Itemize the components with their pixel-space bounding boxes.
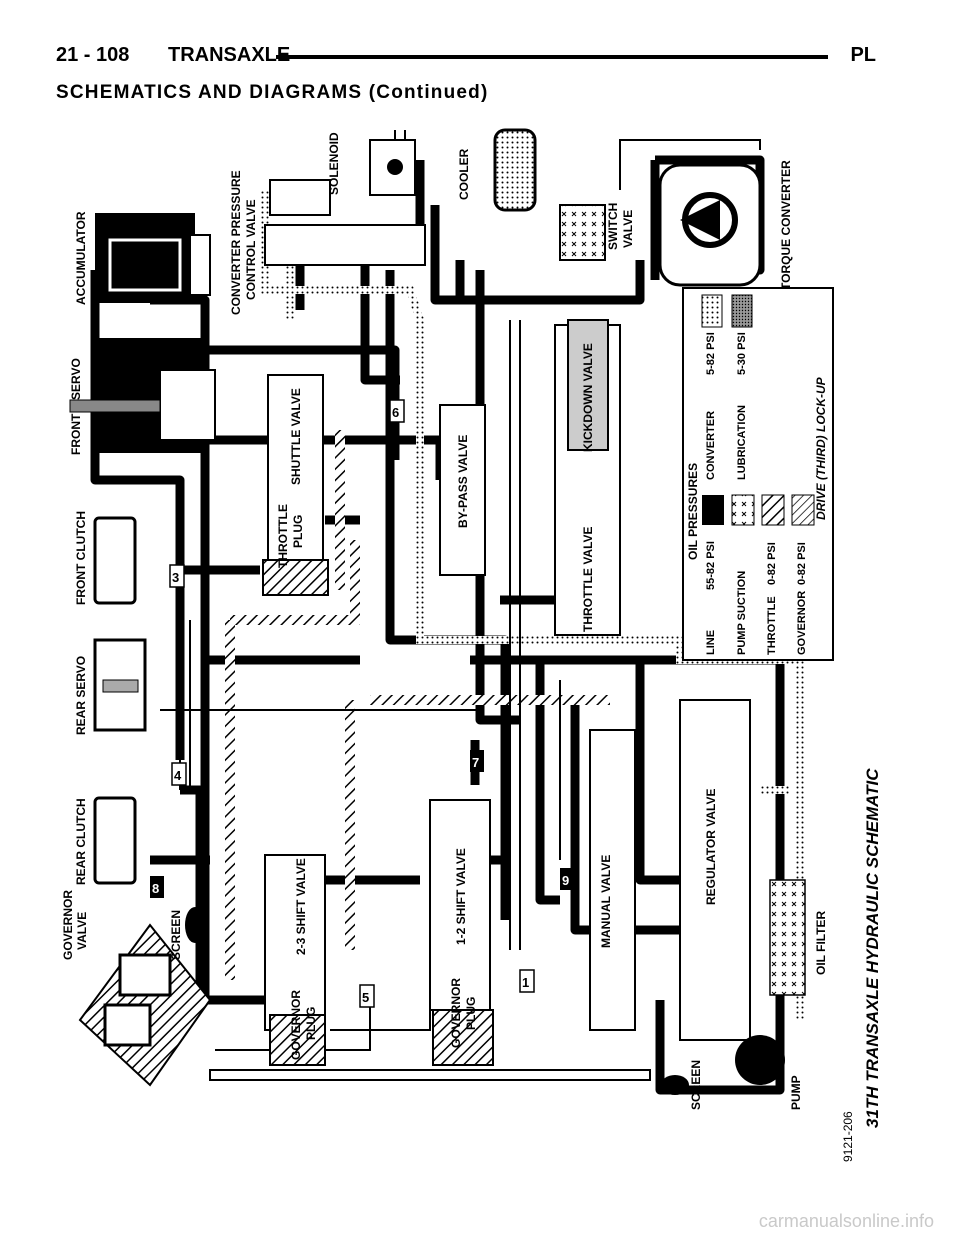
governor-valve [78,923,212,1087]
figure-id: 9121-206 [841,1111,855,1162]
rear-servo [93,638,147,732]
legend-swatch-lubrication [731,294,753,328]
label-cooler: COOLER [457,148,471,200]
label-governor-plug-b2: PLUG [464,997,478,1030]
legend-governor-name: GOVERNOR [796,591,808,655]
circuit-number-1: 1 [522,975,529,990]
shift-12-valve-body [429,799,494,1066]
label-throttle-plug-1: THROTTLE [276,504,290,568]
legend-lubrication-name: LUBRICATION [736,405,748,480]
legend-swatch-governor [791,494,815,526]
screen-bottom [661,1075,689,1095]
label-front-servo-1: FRONT [69,413,83,455]
label-screen-left: SCREEN [169,910,183,960]
label-governor-plug-a1: GOVERNOR [289,990,303,1060]
torque-converter [658,163,762,287]
circuit-number-4: 4 [174,768,182,783]
page-title: TRANSAXLE [168,44,291,66]
legend-swatch-line [702,495,724,525]
front-clutch [93,516,137,605]
rear-clutch [93,796,137,885]
screen-left [185,907,205,943]
section-title: SCHEMATICS AND DIAGRAMS (Continued) [56,82,489,103]
label-screen-bottom: SCREEN [689,1060,703,1110]
label-throttle-plug-2: PLUG [291,515,305,548]
circuit-number-7: 8 [152,881,159,896]
label-regulator-valve: REGULATOR VALVE [704,789,718,905]
legend-converter-name: CONVERTER [705,411,717,480]
cooler [493,128,537,212]
label-governor-valve-1: GOVERNOR [61,890,75,960]
label-rear-clutch: REAR CLUTCH [74,798,88,885]
component-labels: ACCUMULATOR FRONT SERVO FRONT CLUTCH REA… [61,132,828,1110]
oil-filter [769,879,806,996]
legend-throttle-psi: 0-82 PSI [766,542,778,585]
throttle-circuits [225,430,610,980]
solenoid [369,139,416,196]
label-conv-pressure-1: CONVERTER PRESSURE [229,170,243,315]
legend-swatch-converter [701,294,723,328]
label-torque-converter: TORQUE CONVERTER [779,160,793,290]
pump [735,1035,785,1085]
kickdown-throttle-valve-body [554,319,621,636]
label-shift-23: 2-3 SHIFT VALVE [294,858,308,955]
circuit-number-9: 9 [562,873,569,888]
label-oil-filter: OIL FILTER [814,910,828,975]
label-pump: PUMP [789,1075,803,1110]
header-rule [276,55,828,59]
label-governor-plug-b1: GOVERNOR [449,978,463,1048]
page-number: 21 - 108 [56,44,130,66]
circuit-markers: 3 4 8 5 6 7 9 1 [150,399,574,1008]
shift-23-valve-body [264,854,326,1066]
label-throttle-valve: THROTTLE VALVE [581,526,595,632]
oil-pressure-legend: OIL PRESSURES LINE 55-82 PSI PUMP SUCTIO… [682,287,834,661]
legend-lubrication-psi: 5-30 PSI [736,332,748,375]
circuit-number-6: 6 [392,405,399,420]
label-switch-valve-1: SWITCH [606,203,620,250]
legend-pump-suction-name: PUMP SUCTION [736,571,748,655]
legend-title: OIL PRESSURES [686,463,700,560]
bypass-valve-body [439,404,486,576]
legend-swatch-pump-suction [731,494,755,526]
label-accumulator: ACCUMULATOR [74,211,88,305]
label-solenoid: SOLENOID [327,132,341,195]
label-manual-valve: MANUAL VALVE [599,855,613,948]
legend-line-name: LINE [705,630,717,655]
label-governor-valve-2: VALVE [75,912,89,950]
footer: carmanualsonline.info [0,1202,960,1242]
label-shuttle-valve: SHUTTLE VALVE [289,388,303,485]
legend-governor-psi: 0-82 PSI [796,542,808,585]
watermark-link[interactable]: carmanualsonline.info [758,1211,934,1231]
label-conv-pressure-2: CONTROL VALVE [244,199,258,300]
label-front-servo-2: SERVO [69,358,83,400]
accumulator [95,213,211,303]
label-shift-12: 1-2 SHIFT VALVE [454,848,468,945]
label-front-clutch: FRONT CLUTCH [74,511,88,605]
label-governor-plug-a2: PLUG [304,1007,318,1040]
circuit-number-5: 5 [362,990,369,1005]
front-servo [69,338,216,453]
converter-pressure-control-valve [264,179,426,266]
circuit-number-8: 7 [472,755,479,770]
switch-valve [559,204,606,261]
label-kickdown-valve: KICKDOWN VALVE [581,343,595,452]
figure-caption: 31TH TRANSAXLE HYDRAULIC SCHEMATIC [863,768,882,1128]
legend-line-psi: 55-82 PSI [705,541,717,590]
page-header: 21 - 108 TRANSAXLE PL [56,44,876,74]
label-switch-valve-2: VALVE [621,210,635,248]
label-rear-servo: REAR SERVO [74,656,88,735]
manual-valve-body [589,729,636,1031]
regulator-valve-body [679,699,751,1041]
legend-swatch-throttle [761,494,785,526]
circuit-number-3: 3 [172,570,179,585]
legend-mode: DRIVE (THIRD) LOCK-UP [814,376,828,520]
legend-converter-psi: 5-82 PSI [705,332,717,375]
label-bypass-valve: BY-PASS VALVE [456,435,470,528]
shuttle-valve-body [262,374,329,596]
header-code: PL [850,44,876,66]
legend-throttle-name: THROTTLE [766,596,778,655]
